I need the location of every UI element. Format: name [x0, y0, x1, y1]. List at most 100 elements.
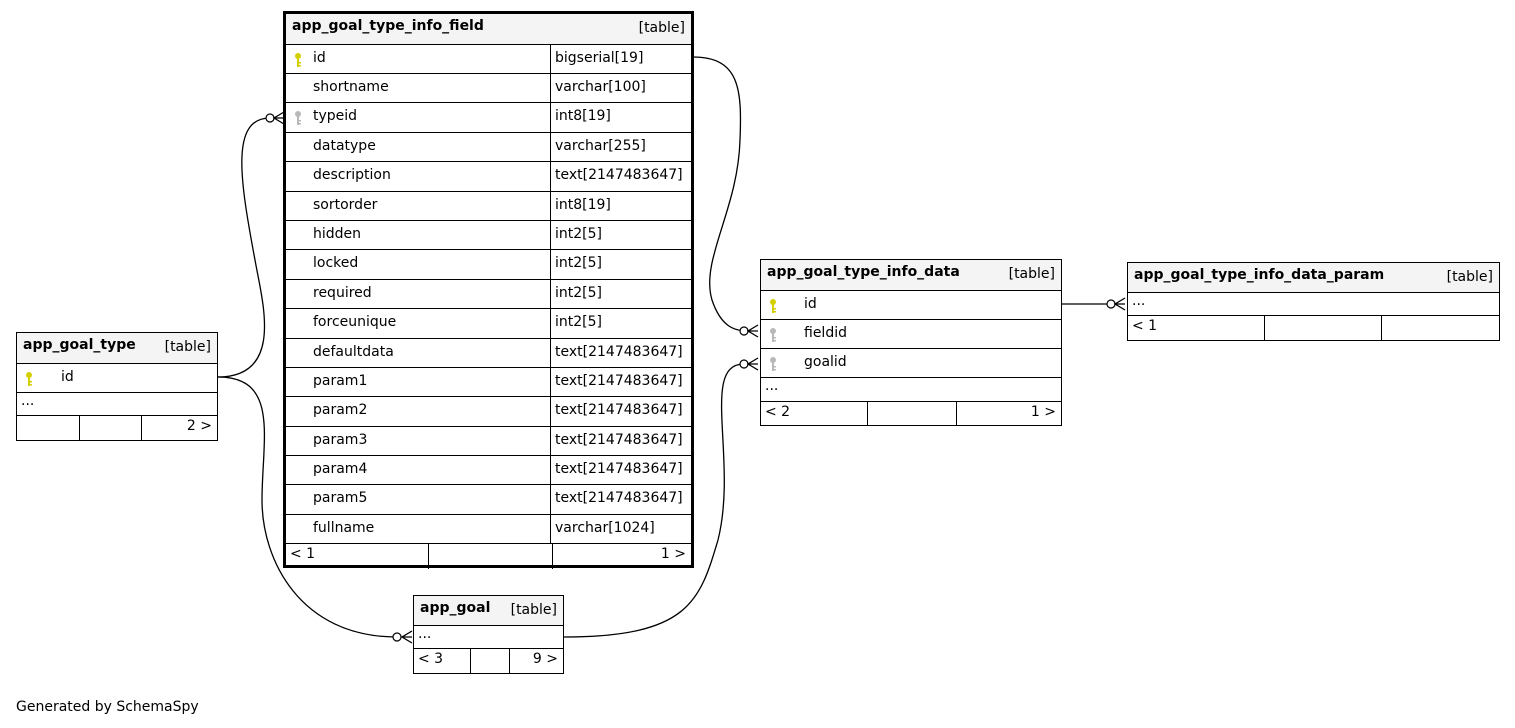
column-name: typeid: [313, 108, 358, 125]
crowfoot-marker: [400, 630, 413, 644]
footer-cell: [470, 649, 509, 673]
column-name: param4: [313, 461, 368, 478]
column-row: param5 text[2147483647]: [286, 485, 691, 515]
footer-cell: [79, 416, 141, 440]
column-name: defaultdata: [313, 343, 394, 360]
edge-field-to-data: [692, 56, 745, 332]
table-header: app_goal_type_info_data_param [table]: [1128, 263, 1499, 293]
footer-cell: 9 >: [509, 649, 563, 673]
table-app-goal[interactable]: app_goal [table] ... < 3 9 >: [413, 595, 564, 674]
column-row: typeid int8[19]: [286, 103, 691, 133]
table-app-goal-type[interactable]: app_goal_type [table] id ... 2 >: [16, 332, 218, 441]
table-kind: [table]: [164, 339, 211, 355]
footer-cell: 2 >: [141, 416, 217, 440]
table-footer: 2 >: [17, 416, 217, 440]
column-name: required: [313, 284, 372, 301]
column-list: id fieldid goalid: [761, 291, 1061, 378]
ellipsis-text: ...: [1132, 293, 1146, 309]
edge-goal-type-to-goal: [217, 376, 398, 638]
column-row: defaultdata text[2147483647]: [286, 338, 691, 368]
column-type: text[2147483647]: [550, 485, 683, 514]
column-name: id: [804, 296, 817, 312]
table-name: app_goal_type_info_data: [767, 264, 960, 280]
footer-cell: [428, 544, 552, 570]
table-footer: < 1: [1128, 316, 1499, 340]
column-name: param5: [313, 490, 368, 507]
foreign-key-icon: [294, 110, 302, 130]
footer-cell: [1381, 316, 1499, 340]
generator-credit: Generated by SchemaSpy: [16, 699, 199, 715]
crowfoot-marker: [1113, 297, 1126, 311]
footer-cell: [17, 416, 79, 440]
table-kind: [table]: [638, 20, 685, 36]
foreign-key-icon: [769, 356, 777, 376]
column-row: hidden int2[5]: [286, 220, 691, 251]
column-type: int2[5]: [550, 309, 602, 338]
table-header: app_goal [table]: [414, 596, 563, 626]
column-row: goalid: [761, 349, 1061, 378]
column-name: hidden: [313, 225, 362, 242]
column-name: param3: [313, 431, 368, 448]
footer-children: 1 >: [660, 546, 686, 563]
footer-cell: 1 >: [552, 544, 691, 570]
table-name: app_goal_type: [23, 337, 136, 353]
footer-cell: [867, 402, 956, 425]
more-columns: ...: [1128, 293, 1499, 316]
table-header: app_goal_type [table]: [17, 333, 217, 364]
column-row: param3 text[2147483647]: [286, 426, 691, 457]
optional-marker: [392, 632, 402, 642]
more-columns: ...: [761, 378, 1061, 402]
crowfoot-marker: [746, 324, 759, 338]
column-type: int2[5]: [550, 220, 602, 250]
foreign-key-icon: [769, 327, 777, 347]
table-app-goal-type-info-data-param[interactable]: app_goal_type_info_data_param [table] ..…: [1127, 262, 1500, 341]
edge-goal-to-data: [563, 363, 745, 638]
primary-key-icon: [25, 371, 33, 391]
footer-parents: < 1: [290, 546, 316, 563]
footer-cell: < 3: [414, 649, 470, 673]
column-name: shortname: [313, 79, 389, 95]
column-type: int8[19]: [550, 103, 611, 132]
footer-cell: < 2: [761, 402, 867, 425]
table-kind: [table]: [510, 602, 557, 618]
column-type: text[2147483647]: [550, 426, 683, 456]
column-type: varchar[255]: [550, 132, 646, 162]
ellipsis-text: ...: [418, 626, 432, 642]
ellipsis-text: ...: [21, 393, 35, 409]
footer-cell: 1 >: [956, 402, 1061, 425]
table-footer: < 1 1 >: [286, 544, 691, 570]
column-row: id: [761, 291, 1061, 320]
column-name: fieldid: [804, 325, 847, 341]
column-name: id: [313, 50, 326, 66]
table-name: app_goal_type_info_field: [292, 18, 484, 34]
table-header: app_goal_type_info_field [table]: [286, 14, 691, 45]
column-row: datatype varchar[255]: [286, 132, 691, 163]
table-name: app_goal: [420, 600, 491, 616]
column-type: text[2147483647]: [550, 338, 683, 367]
footer-children: 1 >: [1030, 404, 1056, 420]
footer-parents: < 2: [765, 404, 791, 420]
footer-parents: < 3: [418, 651, 444, 667]
footer-parents: < 1: [1132, 318, 1158, 334]
column-name: datatype: [313, 137, 376, 154]
column-type: int2[5]: [550, 279, 602, 309]
more-columns: ...: [17, 393, 217, 416]
column-type: text[2147483647]: [550, 456, 683, 485]
crowfoot-marker: [746, 357, 759, 371]
crowfoot-marker: [272, 111, 285, 125]
primary-key-icon: [769, 298, 777, 318]
table-name: app_goal_type_info_data_param: [1134, 267, 1385, 283]
column-row: id: [17, 364, 217, 393]
